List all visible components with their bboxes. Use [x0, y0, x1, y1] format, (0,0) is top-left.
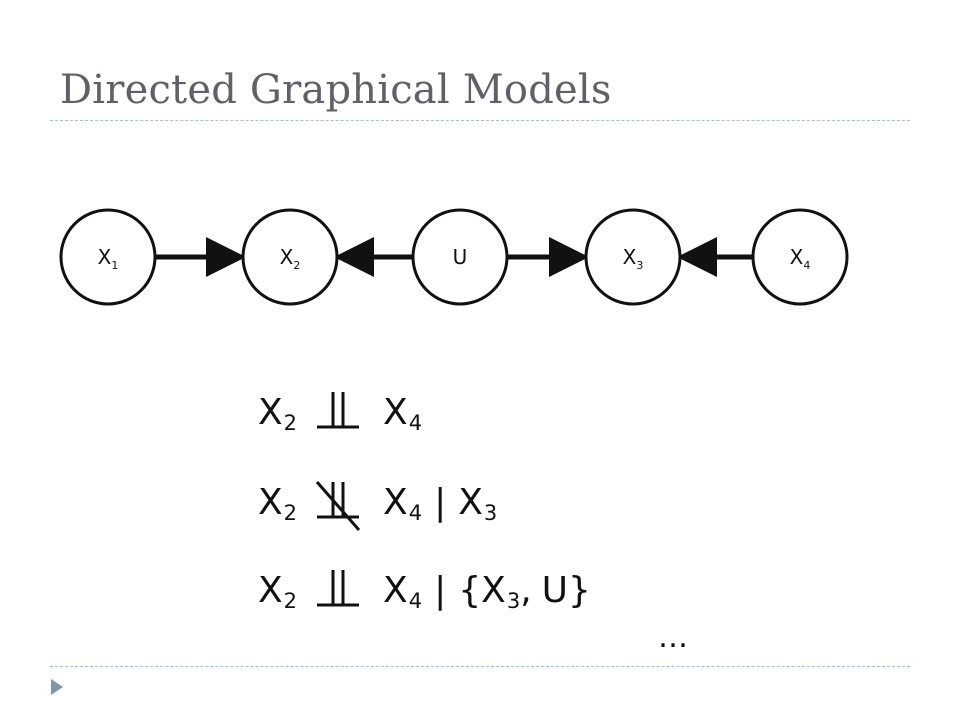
node-label: X1	[98, 245, 119, 272]
node-circle	[59, 208, 157, 306]
title-divider	[50, 120, 910, 121]
graph-node-x3: X3	[584, 208, 682, 306]
graph-node-x4: X4	[751, 208, 849, 306]
triangle-right-icon	[51, 679, 63, 695]
given-separator: |	[434, 569, 447, 611]
node-label: X4	[790, 245, 811, 272]
graph-nodes: X1 X2 U X3 X4	[59, 208, 849, 306]
ellipsis-text: …	[658, 620, 689, 655]
node-label: X3	[623, 245, 644, 272]
independence-icon	[315, 390, 363, 434]
graph-node-x2: X2	[241, 208, 339, 306]
given-set-open-brace: {	[458, 569, 482, 611]
node-circle	[751, 208, 849, 306]
node-label: X2	[280, 245, 301, 272]
node-label: U	[453, 245, 468, 269]
given-set-comma: ,	[520, 569, 532, 611]
page-title: Directed Graphical Models	[60, 67, 612, 113]
graph-node-x1: X1	[59, 208, 157, 306]
given-variable: U	[541, 569, 568, 611]
graph-node-u: U	[411, 208, 509, 306]
not-independent-icon	[315, 480, 363, 531]
footer-divider	[50, 666, 910, 667]
node-circle	[241, 208, 339, 306]
node-circle	[584, 208, 682, 306]
given-separator: |	[434, 481, 447, 523]
independence-icon	[315, 568, 363, 612]
given-set-close-brace: }	[568, 569, 591, 611]
node-circle	[411, 208, 509, 306]
